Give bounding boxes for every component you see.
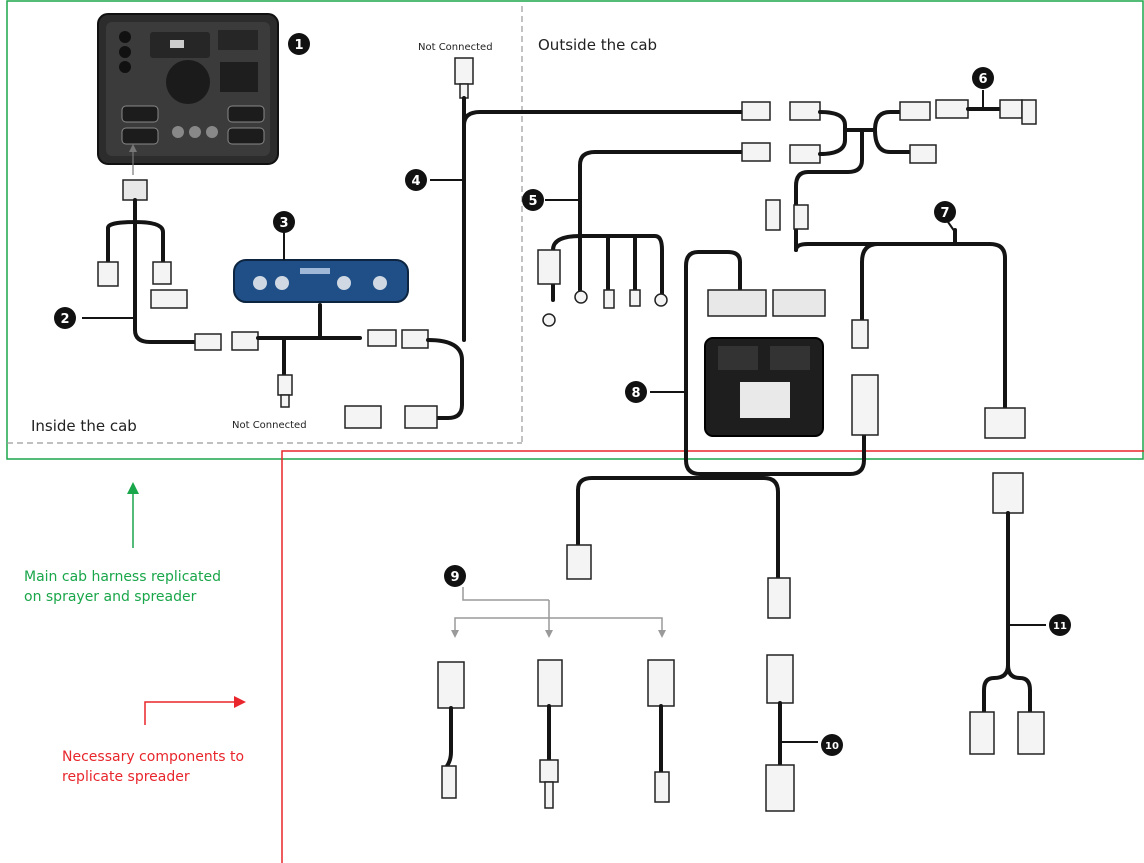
svg-text:2: 2 — [60, 312, 69, 327]
not-connected-top-label: Not Connected — [418, 42, 493, 53]
harness-6-wiring — [765, 99, 1037, 252]
green-region-border — [6, 0, 1144, 460]
sensor-cables — [437, 659, 675, 809]
sensor-options-bracket — [451, 600, 666, 638]
marker-5: 5 — [522, 189, 544, 211]
svg-text:11: 11 — [1053, 621, 1067, 632]
green-note-line2: on sprayer and spreader — [24, 589, 197, 605]
svg-text:6: 6 — [978, 72, 987, 87]
display-pointer-arrow — [129, 144, 137, 152]
adapter-cable-10 — [765, 654, 818, 812]
cab-harness-wiring — [97, 179, 464, 429]
svg-text:8: 8 — [631, 386, 640, 401]
green-arrow — [127, 482, 139, 548]
marker-11: 11 — [1049, 614, 1071, 636]
leader-lines — [82, 90, 1046, 626]
marker-1: 1 — [288, 33, 310, 55]
display-unit-icon — [97, 13, 279, 165]
controller-harness-wiring — [684, 228, 1026, 476]
marker-3: 3 — [273, 211, 295, 233]
harness-4-wiring — [454, 57, 821, 342]
marker-4: 4 — [405, 169, 427, 191]
outside-cab-label: Outside the cab — [538, 36, 657, 54]
svg-text:4: 4 — [411, 174, 420, 189]
marker-8: 8 — [625, 381, 647, 403]
svg-text:5: 5 — [528, 194, 537, 209]
spreader-harness-wiring — [566, 472, 1045, 755]
marker-6: 6 — [972, 67, 994, 89]
svg-text:3: 3 — [279, 216, 288, 231]
red-arrow — [144, 696, 246, 725]
red-note-line1: Necessary components to — [62, 749, 244, 765]
not-connected-bottom-label: Not Connected — [232, 420, 307, 431]
marker-9: 9 — [444, 565, 466, 587]
ecu-controller-icon — [704, 337, 824, 437]
svg-text:9: 9 — [450, 570, 459, 585]
marker-10: 10 — [821, 734, 843, 756]
svg-text:7: 7 — [940, 206, 949, 221]
marker-2: 2 — [54, 307, 76, 329]
svg-text:10: 10 — [825, 741, 839, 752]
red-region-border — [281, 450, 1144, 863]
svg-text:1: 1 — [294, 38, 303, 53]
green-note-line1: Main cab harness replicated — [24, 569, 221, 585]
trimble-module-icon — [233, 259, 409, 303]
red-note-line2: replicate spreader — [62, 769, 190, 785]
marker-7: 7 — [934, 201, 956, 223]
inside-cab-label: Inside the cab — [31, 417, 137, 435]
